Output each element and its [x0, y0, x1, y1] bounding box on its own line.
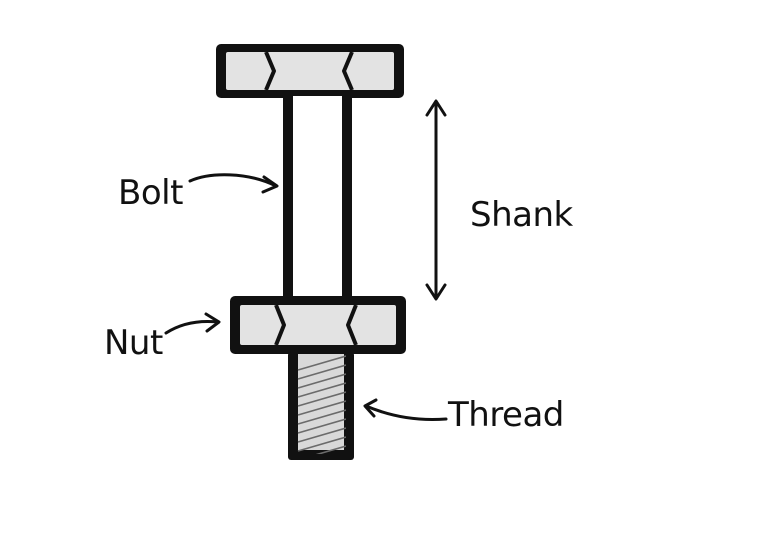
bolt-shank [283, 96, 352, 300]
bolt-leader-arrow [188, 173, 278, 188]
nut-leader-arrow [164, 320, 220, 335]
bolt-head [216, 44, 404, 98]
nut-label: Nut [104, 323, 163, 363]
bolt-label: Bolt [118, 173, 183, 213]
bolt-thread [288, 352, 354, 460]
thread-leader-arrow [364, 404, 448, 421]
shank-label: Shank [470, 195, 573, 235]
shank-dimension-arrow [425, 99, 447, 301]
thread-label: Thread [448, 395, 564, 435]
nut [230, 296, 406, 354]
